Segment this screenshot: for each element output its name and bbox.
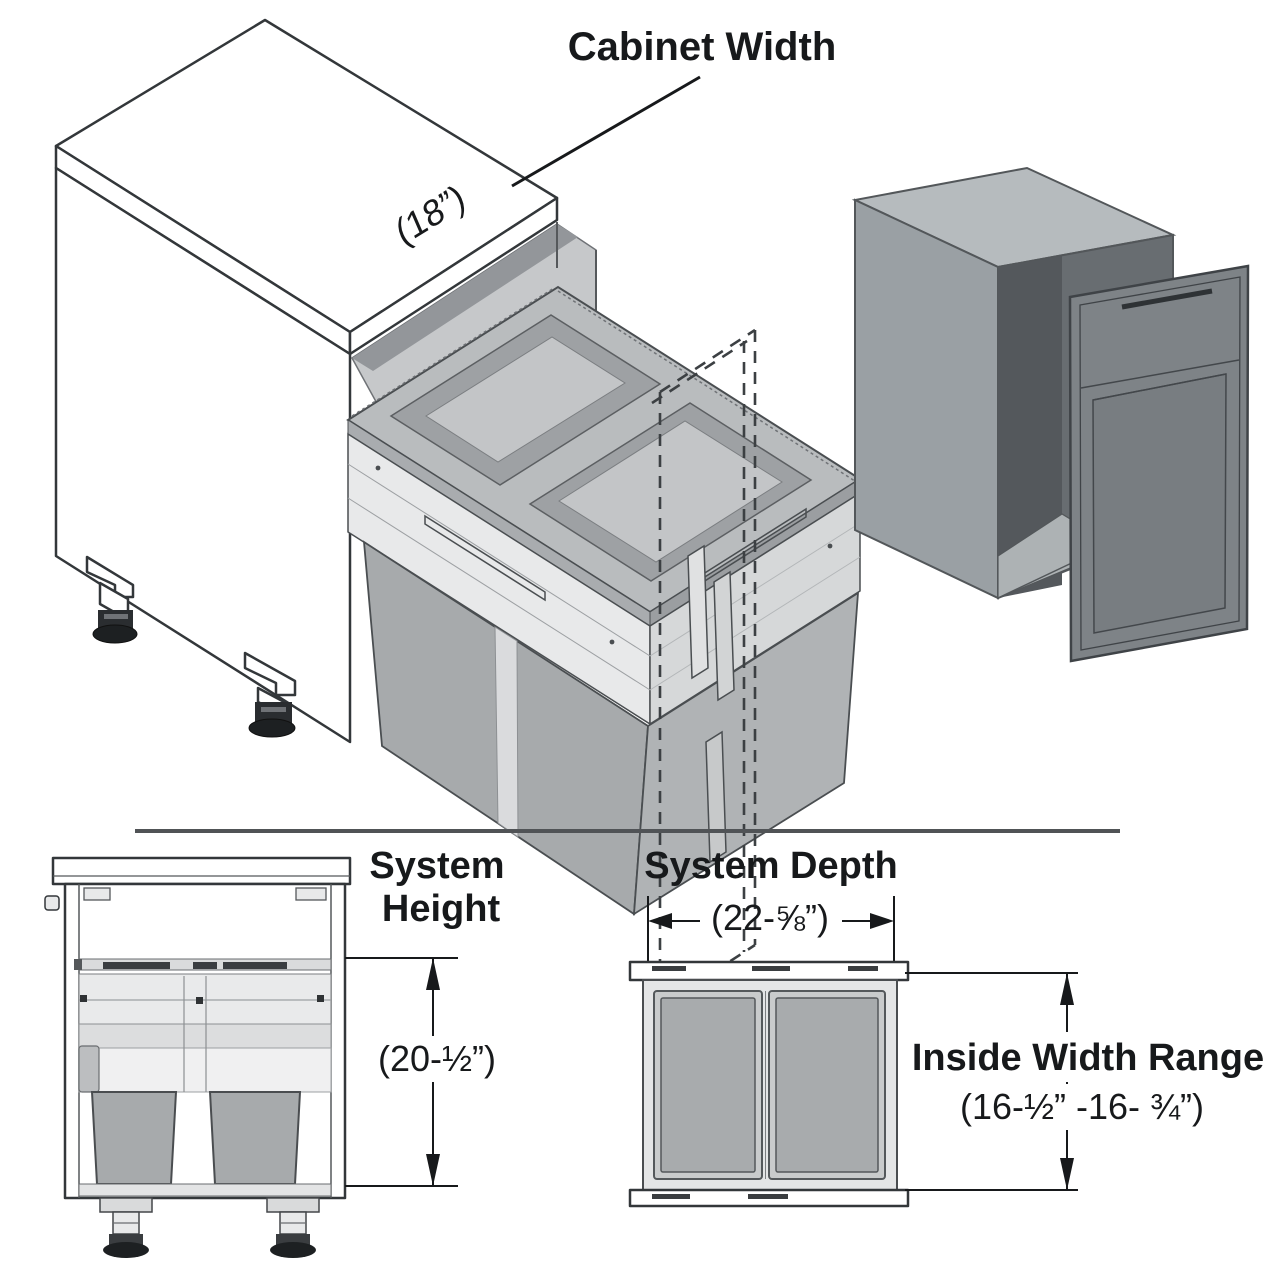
top-view-unit: [628, 960, 910, 1208]
cabinet-render: [851, 166, 1250, 663]
front-countertop: [51, 856, 352, 886]
cabinet-leg-right: [243, 651, 297, 738]
cabinet-width-label: Cabinet Width: [568, 25, 837, 69]
inside-width-value: (16-½” -16- ¾”): [960, 1086, 1204, 1127]
pullout-bin-unit: [346, 285, 862, 916]
render-door-panel: [1068, 264, 1250, 663]
render-side-face: [854, 198, 999, 600]
system-depth-dimension: [647, 896, 895, 962]
inside-width-label: Inside Width Range: [912, 1037, 1264, 1079]
front-leg-left: [99, 1197, 153, 1258]
system-depth-value: (22-⅝”): [711, 897, 829, 938]
inside-width-dimension: [905, 972, 1078, 1191]
cabinet-width-leader-line: [511, 75, 701, 188]
bin-body-front-face: [632, 591, 860, 916]
arrow-right-icon: [870, 913, 894, 929]
arrow-up-icon: [1060, 973, 1074, 1005]
cabinet-side-panel: [54, 166, 352, 744]
front-view-diagram: System Height (20-½”): [44, 845, 520, 1258]
system-depth-label: System Depth: [644, 845, 897, 887]
isometric-cabinet-diagram: Cabinet Width (18”): [54, 18, 862, 1009]
handle-recess-left: [424, 514, 546, 602]
system-height-value: (20-½”): [378, 1038, 496, 1079]
door-outline-dashed: [651, 328, 757, 1009]
system-height-label-line1: System: [369, 845, 504, 887]
top-view-diagram: System Depth (22-⅝”): [628, 845, 1278, 1208]
arrow-down-icon: [1060, 1158, 1074, 1190]
door-handle-groove: [1121, 288, 1213, 310]
front-bin-left: [90, 1091, 178, 1185]
cabinet-leg-left: [85, 555, 138, 644]
front-bin-system: [74, 958, 332, 1197]
arrow-down-icon: [426, 1154, 440, 1186]
arrow-up-icon: [426, 958, 440, 990]
cabinet-top: [54, 18, 559, 356]
front-bin-right: [208, 1091, 302, 1185]
system-height-dimension: [345, 957, 458, 1187]
arrow-left-icon: [648, 913, 672, 929]
system-height-label-line2: Height: [382, 888, 501, 930]
front-leg-right: [266, 1197, 320, 1258]
